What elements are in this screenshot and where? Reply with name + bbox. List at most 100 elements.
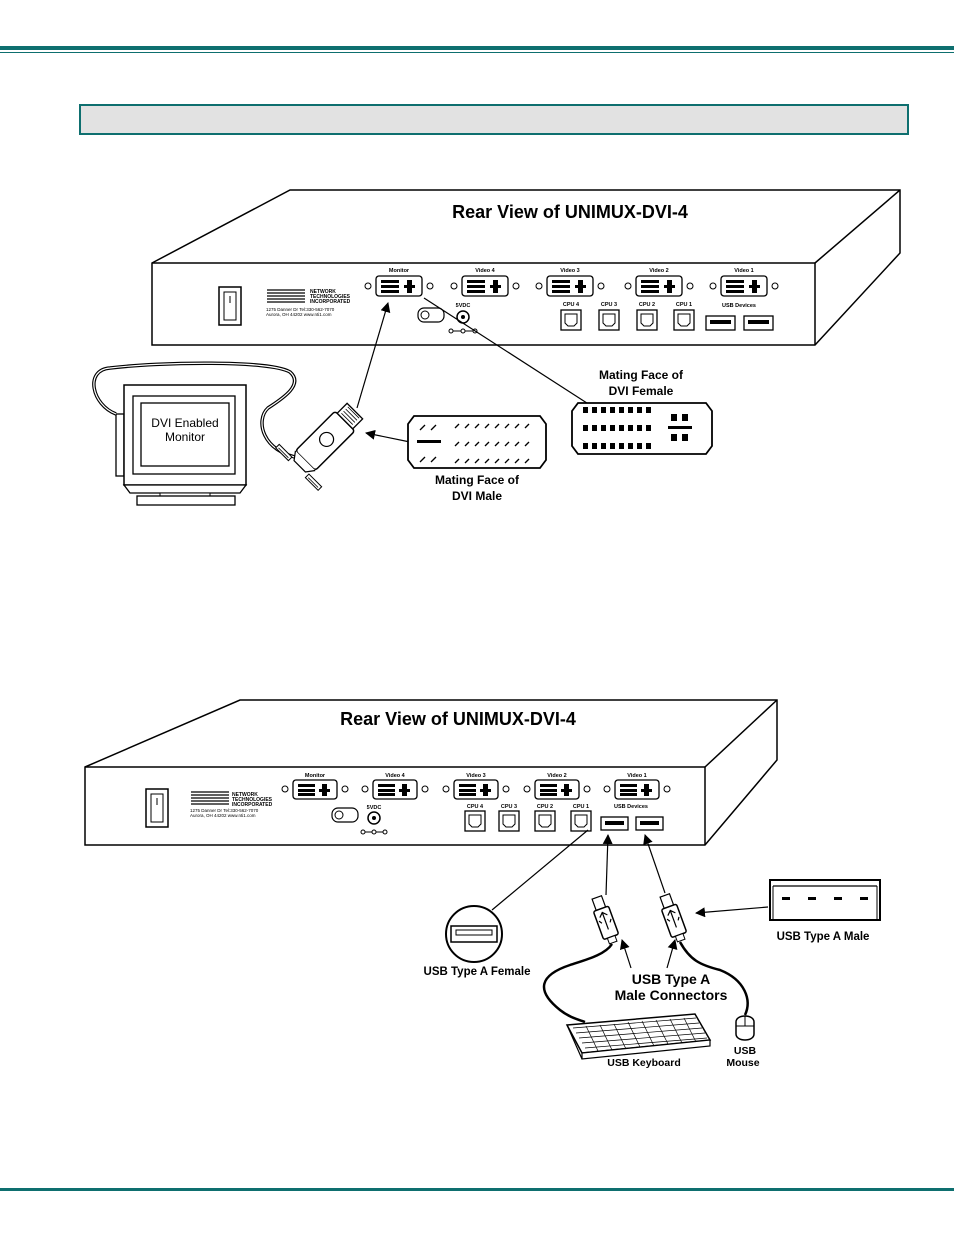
- diagram-1: Rear View of UNIMUX-DVI-4 NETWORK TECHNO…: [92, 189, 901, 506]
- kvm-chassis-2: [84, 699, 778, 846]
- svg-text:CPU 2: CPU 2: [639, 302, 655, 308]
- svg-text:CPU 4: CPU 4: [563, 302, 580, 308]
- keyboard-label: USB Keyboard: [607, 1057, 681, 1069]
- diagram-2-title: Rear View of UNIMUX-DVI-4: [340, 709, 576, 729]
- male-label-1: Mating Face of: [435, 473, 520, 487]
- dvi-port-monitor: Monitor: [364, 268, 434, 297]
- male-label-2: DVI Male: [452, 489, 502, 503]
- cpu-port-2-2: CPU 2: [534, 804, 556, 832]
- keyboard-cable: [542, 943, 614, 1024]
- cpu-port-4: CPU 4: [560, 302, 582, 331]
- dvi-port-monitor-2: Monitor: [281, 773, 349, 800]
- svg-text:Video 1: Video 1: [627, 773, 646, 779]
- usb-female-callout: USB Type A Female: [424, 905, 531, 978]
- diagram-2: Rear View of UNIMUX-DVI-4 NETWORK TECHNO…: [84, 699, 881, 1069]
- dvi-port-video3: Video 3: [535, 268, 605, 297]
- arrow-keyboard-plug: [602, 834, 613, 896]
- cpu-port-2: CPU 2: [636, 302, 658, 331]
- line-port-to-female-callout: [491, 829, 589, 911]
- svg-text:INCORPORATED: INCORPORATED: [232, 802, 273, 808]
- svg-text:CPU 4: CPU 4: [467, 804, 484, 810]
- connectors-label-1: USB Type A: [632, 971, 711, 987]
- usb-male-callout: USB Type A Male: [769, 879, 881, 943]
- svg-text:Video 3: Video 3: [466, 773, 485, 779]
- svg-text:Video 2: Video 2: [649, 268, 668, 274]
- arrow-label-keyboard-plug: [619, 939, 632, 969]
- mouse-label-2: Mouse: [726, 1057, 759, 1069]
- logo-line-3: INCORPORATED: [310, 299, 351, 305]
- dvi-port-video2-2: Video 2: [523, 773, 591, 800]
- dvi-port-video4-2: Video 4: [361, 773, 429, 800]
- monitor-label-1: DVI Enabled: [151, 416, 218, 430]
- dvi-male-plug: [274, 402, 364, 492]
- usb-female-label: USB Type A Female: [424, 966, 531, 978]
- nti-logo: NETWORK TECHNOLOGIES INCORPORATED 1275 D…: [266, 289, 351, 317]
- arrow-male-face: [365, 429, 411, 443]
- header-rule: [0, 46, 954, 50]
- usb-plug-keyboard: [591, 894, 619, 945]
- usb-devices-ports: USB Devices: [705, 303, 774, 331]
- cpu-port-3: CPU 3: [598, 302, 620, 331]
- female-label-1: Mating Face of: [599, 368, 684, 382]
- svg-text:Monitor: Monitor: [305, 773, 326, 779]
- usb-plug-mouse: [659, 892, 687, 943]
- svg-text:Video 1: Video 1: [734, 268, 753, 274]
- line-port-to-female: [423, 297, 591, 406]
- cpu-port-4-2: CPU 4: [464, 804, 486, 832]
- cpu-port-1: CPU 1: [673, 302, 695, 331]
- svg-text:Aurora, OH 44202 www.nti1.co: Aurora, OH 44202 www.nti1.com: [190, 813, 256, 818]
- svg-text:1275 Danner Dr Tel:330-562-: 1275 Danner Dr Tel:330-562-7070: [190, 808, 259, 813]
- svg-text:CPU 3: CPU 3: [601, 302, 617, 308]
- section-title-bar: [79, 104, 909, 135]
- svg-text:Video 4: Video 4: [385, 773, 405, 779]
- dvi-female-face: Mating Face of DVI Female: [571, 368, 713, 455]
- address-line-1: 1275 Danner Dr Tel:330-562-7070: [266, 307, 335, 312]
- dvi-port-video4: Video 4: [450, 268, 520, 297]
- power-switch: [218, 286, 242, 326]
- usb-male-label: USB Type A Male: [777, 931, 870, 943]
- female-label-2: DVI Female: [609, 384, 674, 398]
- svg-text:5VDC: 5VDC: [456, 303, 471, 309]
- svg-text:CPU 2: CPU 2: [537, 804, 553, 810]
- svg-text:CPU 1: CPU 1: [573, 804, 589, 810]
- address-line-2: Aurora, OH 44202 www.nti1.com: [266, 312, 332, 317]
- arrow-plug-to-port: [356, 302, 391, 409]
- arrow-label-mouse-plug: [666, 939, 678, 969]
- mouse-cable: [678, 941, 749, 1016]
- usb-devices-ports-2: USB Devices: [600, 804, 664, 831]
- svg-text:Video 4: Video 4: [475, 268, 495, 274]
- svg-text:TECHNOLOGIES: TECHNOLOGIES: [232, 797, 273, 803]
- arrow-usb-male: [695, 906, 769, 918]
- diagram-1-title: Rear View of UNIMUX-DVI-4: [452, 202, 688, 222]
- logo-line-2: TECHNOLOGIES: [310, 294, 351, 300]
- svg-text:NETWORK: NETWORK: [232, 792, 258, 798]
- dvi-male-face: Mating Face of DVI Male: [407, 415, 547, 503]
- dvi-port-video2: Video 2: [624, 268, 694, 297]
- dvi-port-video1: Video 1: [709, 268, 779, 297]
- svg-text:5VDC: 5VDC: [367, 805, 382, 811]
- svg-text:Video 3: Video 3: [560, 268, 579, 274]
- cpu-port-3-2: CPU 3: [498, 804, 520, 832]
- usb-mouse: USB Mouse: [726, 1015, 760, 1069]
- svg-text:Monitor: Monitor: [389, 268, 410, 274]
- arrow-mouse-plug: [643, 834, 666, 894]
- nti-logo-2: NETWORK TECHNOLOGIES INCORPORATED 1275 D…: [190, 791, 273, 818]
- power-jack: 5VDC: [417, 303, 478, 334]
- power-jack-2: 5VDC: [331, 805, 388, 835]
- dvi-port-video3-2: Video 3: [442, 773, 510, 800]
- dvi-port-video1-2: Video 1: [603, 773, 671, 800]
- monitor-label-2: Monitor: [165, 430, 205, 444]
- svg-text:Video 2: Video 2: [547, 773, 566, 779]
- kvm-chassis-1: [151, 189, 901, 346]
- dvi-monitor: DVI Enabled Monitor: [115, 384, 248, 506]
- cpu-port-1-2: CPU 1: [570, 804, 592, 832]
- svg-text:CPU 3: CPU 3: [501, 804, 517, 810]
- svg-text:USB Devices: USB Devices: [614, 804, 648, 810]
- footer-rule: [0, 1188, 954, 1191]
- header-rule-thin: [0, 52, 954, 53]
- svg-text:USB Devices: USB Devices: [722, 303, 756, 309]
- mouse-label-1: USB: [734, 1045, 757, 1057]
- svg-text:CPU 1: CPU 1: [676, 302, 692, 308]
- connectors-label-2: Male Connectors: [615, 987, 728, 1003]
- logo-line-1: NETWORK: [310, 289, 336, 295]
